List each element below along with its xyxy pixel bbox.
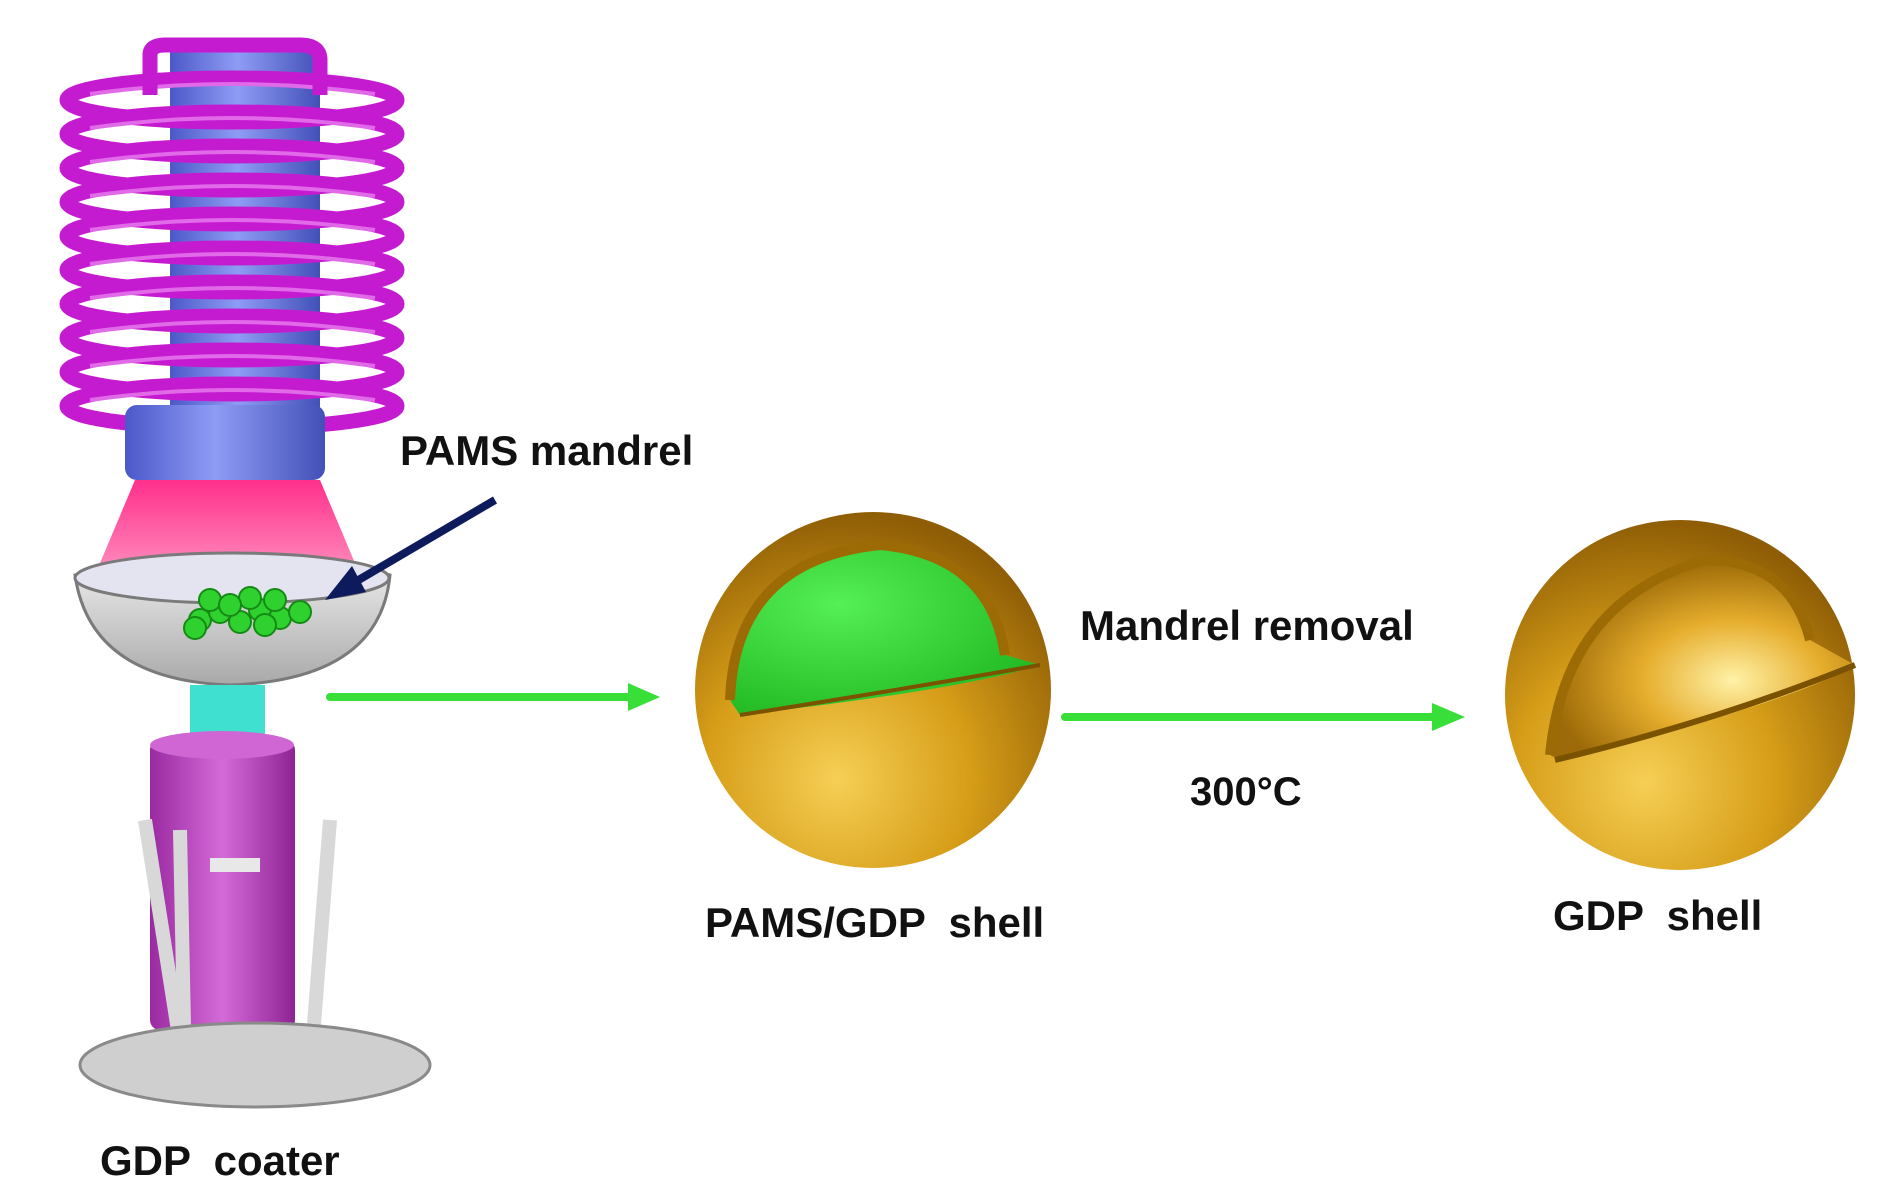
coil-ring [59,240,405,300]
coil-ring [59,138,405,198]
coil-ring-highlight [89,320,376,334]
mandrel-bead [238,586,262,610]
pams-gdp-shell-sphere [695,512,1051,868]
coil-ring-highlight [89,252,376,266]
gdp-shell-label: GDP shell [1553,892,1763,939]
coil-ring-highlight [89,82,376,96]
cylinder-flange [125,405,325,480]
gdp-coater-label: GDP coater [100,1137,340,1184]
pams-pointer-arrow [325,496,498,600]
frame-pin [210,858,260,872]
coil-ring-highlight [89,184,376,198]
teal-connector [190,685,265,740]
mandrel-bead [253,613,277,637]
coil-ring-highlight [89,150,376,164]
coil-ring-highlight [89,354,376,368]
pams-mandrel-label: PAMS mandrel [400,427,694,474]
temperature-label: 300°C [1190,770,1302,814]
mandrel-bead [183,616,207,640]
process-arrow-2 [1061,703,1465,731]
process-arrow-1 [326,683,660,711]
coil-ring [59,342,405,402]
base-plate [78,1021,432,1109]
coil-ring-highlight [89,218,376,232]
mandrel-bead [288,600,312,624]
coil-ring-highlight [89,388,376,402]
pams-mandrel-beads [183,586,312,640]
coil-ring [59,172,405,232]
pams-gdp-shell-label: PAMS/GDP shell [705,899,1045,946]
mandrel-bead [198,588,222,612]
coil-ring [59,104,405,164]
mandrel-bead [218,593,242,617]
mandrel-removal-label: Mandrel removal [1080,602,1414,649]
coil-ring-highlight [89,116,376,130]
motor-top [150,731,294,759]
coil-ring [59,274,405,334]
gdp-coater-apparatus [59,37,432,1109]
mandrel-bead [263,588,287,612]
induction-coil [59,37,405,436]
coil-ring [59,308,405,368]
plasma-cone [95,480,360,575]
coil-ring [59,70,405,130]
coil-ring-highlight [89,286,376,300]
coil-top-loop [142,37,328,95]
gdp-shell-sphere [1505,520,1857,870]
coil-ring [59,206,405,266]
